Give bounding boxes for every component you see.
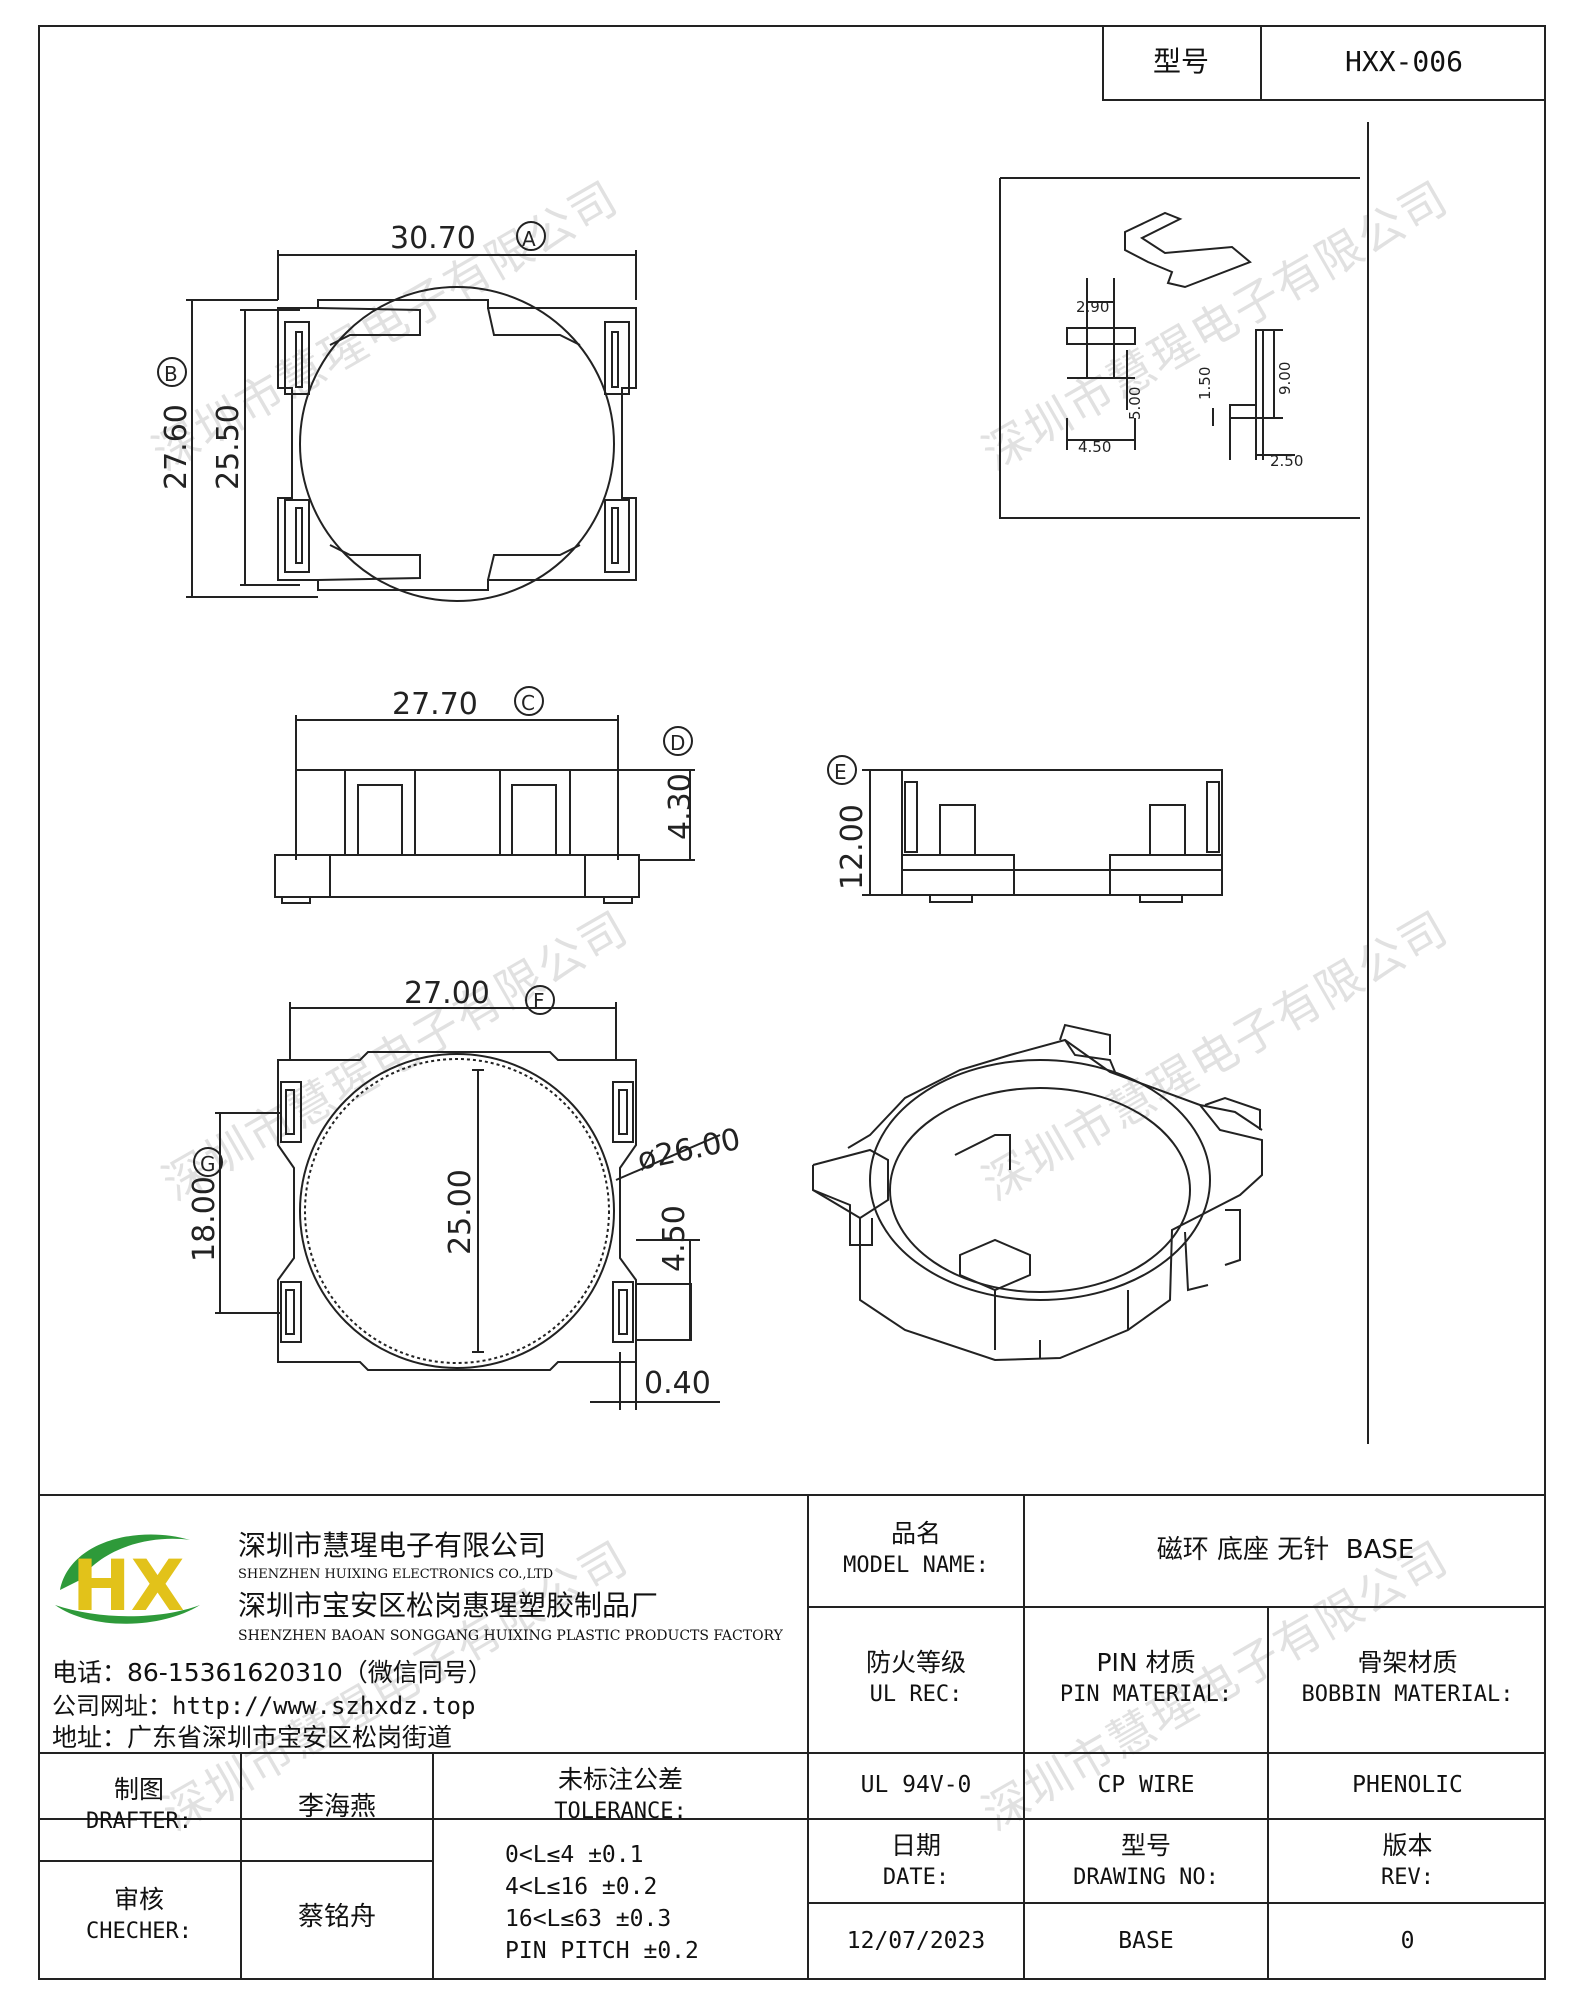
- dim-b: 27.60: [159, 404, 194, 490]
- bottom-view: [193, 985, 721, 1410]
- model-name-value: 磁环 底座 无针 BASE: [1156, 1535, 1415, 1565]
- model-header-value: HXX-006: [1344, 45, 1463, 78]
- dim-b-inner: 25.50: [211, 404, 246, 490]
- dim-inner: 25.00: [443, 1169, 478, 1255]
- checker-value: 蔡铭舟: [297, 1902, 376, 1932]
- dim-a: 30.70: [390, 221, 476, 256]
- bobbin-label-en: BOBBIN MATERIAL:: [1301, 1682, 1514, 1707]
- factory-name-cn: 深圳市宝安区松岗惠瑆塑胶制品厂: [238, 1589, 659, 1622]
- tolerance-label-en: TOLERANCE:: [554, 1799, 687, 1824]
- drafter-label-cn: 制图: [113, 1775, 164, 1804]
- dim-pin: 4.50: [657, 1205, 692, 1272]
- rev-label-cn: 版本: [1382, 1831, 1433, 1860]
- company-name-en: SHENZHEN HUIXING ELECTRONICS CO.,LTD: [238, 1567, 554, 1582]
- pin-dim-foot: 2.50: [1270, 452, 1303, 470]
- drawing-no-label-cn: 型号: [1120, 1831, 1171, 1860]
- factory-name-en: SHENZHEN BAOAN SONGGANG HUIXING PLASTIC …: [238, 1628, 783, 1644]
- dim-diameter: ø26.00: [634, 1122, 743, 1178]
- drawing-no-label-en: DRAWING NO:: [1073, 1865, 1219, 1890]
- ul-label-cn: 防火等级: [865, 1648, 966, 1677]
- company-website[interactable]: 公司网址：http://www.szhxdz.top: [52, 1692, 476, 1720]
- logo-text: HX: [72, 1545, 185, 1627]
- company-address: 地址：广东省深圳市宝安区松岗街道: [52, 1723, 453, 1752]
- checker-label-en: CHECHER:: [86, 1919, 192, 1944]
- date-label-en: DATE:: [882, 1865, 950, 1890]
- tag-g: G: [200, 1152, 216, 1176]
- tolerance-line-1: 0<L≤4 ±0.1: [505, 1842, 644, 1868]
- drafter-label-en: DRAFTER:: [86, 1809, 192, 1834]
- dim-f: 27.00: [404, 976, 490, 1011]
- date-label-cn: 日期: [890, 1831, 941, 1860]
- pin-label-cn: PIN 材质: [1096, 1648, 1196, 1677]
- front-view: [827, 755, 1223, 903]
- tag-a: A: [522, 227, 536, 251]
- pin-label-en: PIN MATERIAL:: [1059, 1682, 1233, 1707]
- company-name-cn: 深圳市慧瑆电子有限公司: [238, 1529, 547, 1562]
- ul-value: UL 94V-0: [860, 1772, 972, 1798]
- logo-swoosh-icon: [60, 1534, 190, 1590]
- dim-c: 27.70: [392, 687, 478, 722]
- company-phone: 电话：86-15361620310（微信同号）: [52, 1658, 493, 1687]
- bobbin-label-cn: 骨架材质: [1357, 1648, 1458, 1677]
- dim-e: 12.00: [835, 804, 870, 890]
- pin-dim-base: 4.50: [1078, 438, 1111, 456]
- pin-value: CP WIRE: [1097, 1772, 1195, 1798]
- pin-detail: [999, 177, 1360, 519]
- model-name-label-en: MODEL NAME:: [843, 1553, 989, 1578]
- tolerance-line-3: 16<L≤63 ±0.3: [505, 1906, 672, 1932]
- tolerance-line-4: PIN PITCH ±0.2: [505, 1938, 699, 1964]
- company-logo: HX: [55, 1534, 200, 1627]
- model-header-label: 型号: [1152, 45, 1209, 78]
- drafter-value: 李海燕: [297, 1792, 376, 1822]
- rev-label-en: REV:: [1381, 1865, 1434, 1890]
- drawing-frame: [38, 25, 1546, 1980]
- tag-f: F: [533, 989, 545, 1013]
- tolerance-line-2: 4<L≤16 ±0.2: [505, 1874, 658, 1900]
- dim-thickness: 0.40: [644, 1366, 711, 1401]
- model-name-label-cn: 品名: [890, 1519, 941, 1548]
- tag-b: B: [164, 362, 178, 386]
- isometric-view: [812, 1023, 1263, 1362]
- tag-c: C: [521, 691, 535, 715]
- tag-e: E: [834, 760, 847, 784]
- tolerance-label-cn: 未标注公差: [557, 1765, 683, 1794]
- checker-label-cn: 审核: [113, 1885, 164, 1914]
- pin-dim-height: 5.00: [1126, 387, 1144, 420]
- drawing-no-value: BASE: [1118, 1928, 1174, 1954]
- pin-dim-step: 1.50: [1196, 367, 1214, 400]
- rev-value: 0: [1400, 1928, 1415, 1954]
- pin-dim-total: 9.00: [1276, 362, 1294, 395]
- pin-dim-width: 2.90: [1076, 298, 1109, 316]
- technical-drawing: 30.70 A B 27.60 25.50 27.70 C D 4.30 E 1…: [157, 177, 1360, 1410]
- tag-d: D: [670, 731, 685, 755]
- model-header-box: [1102, 25, 1546, 101]
- dim-d: 4.30: [663, 773, 698, 840]
- top-view: [157, 221, 637, 602]
- dim-g: 18.00: [187, 1176, 222, 1262]
- ul-label-en: UL REC:: [869, 1682, 963, 1707]
- side-view: [274, 686, 695, 904]
- bobbin-value: PHENOLIC: [1352, 1772, 1463, 1798]
- date-value: 12/07/2023: [846, 1928, 986, 1954]
